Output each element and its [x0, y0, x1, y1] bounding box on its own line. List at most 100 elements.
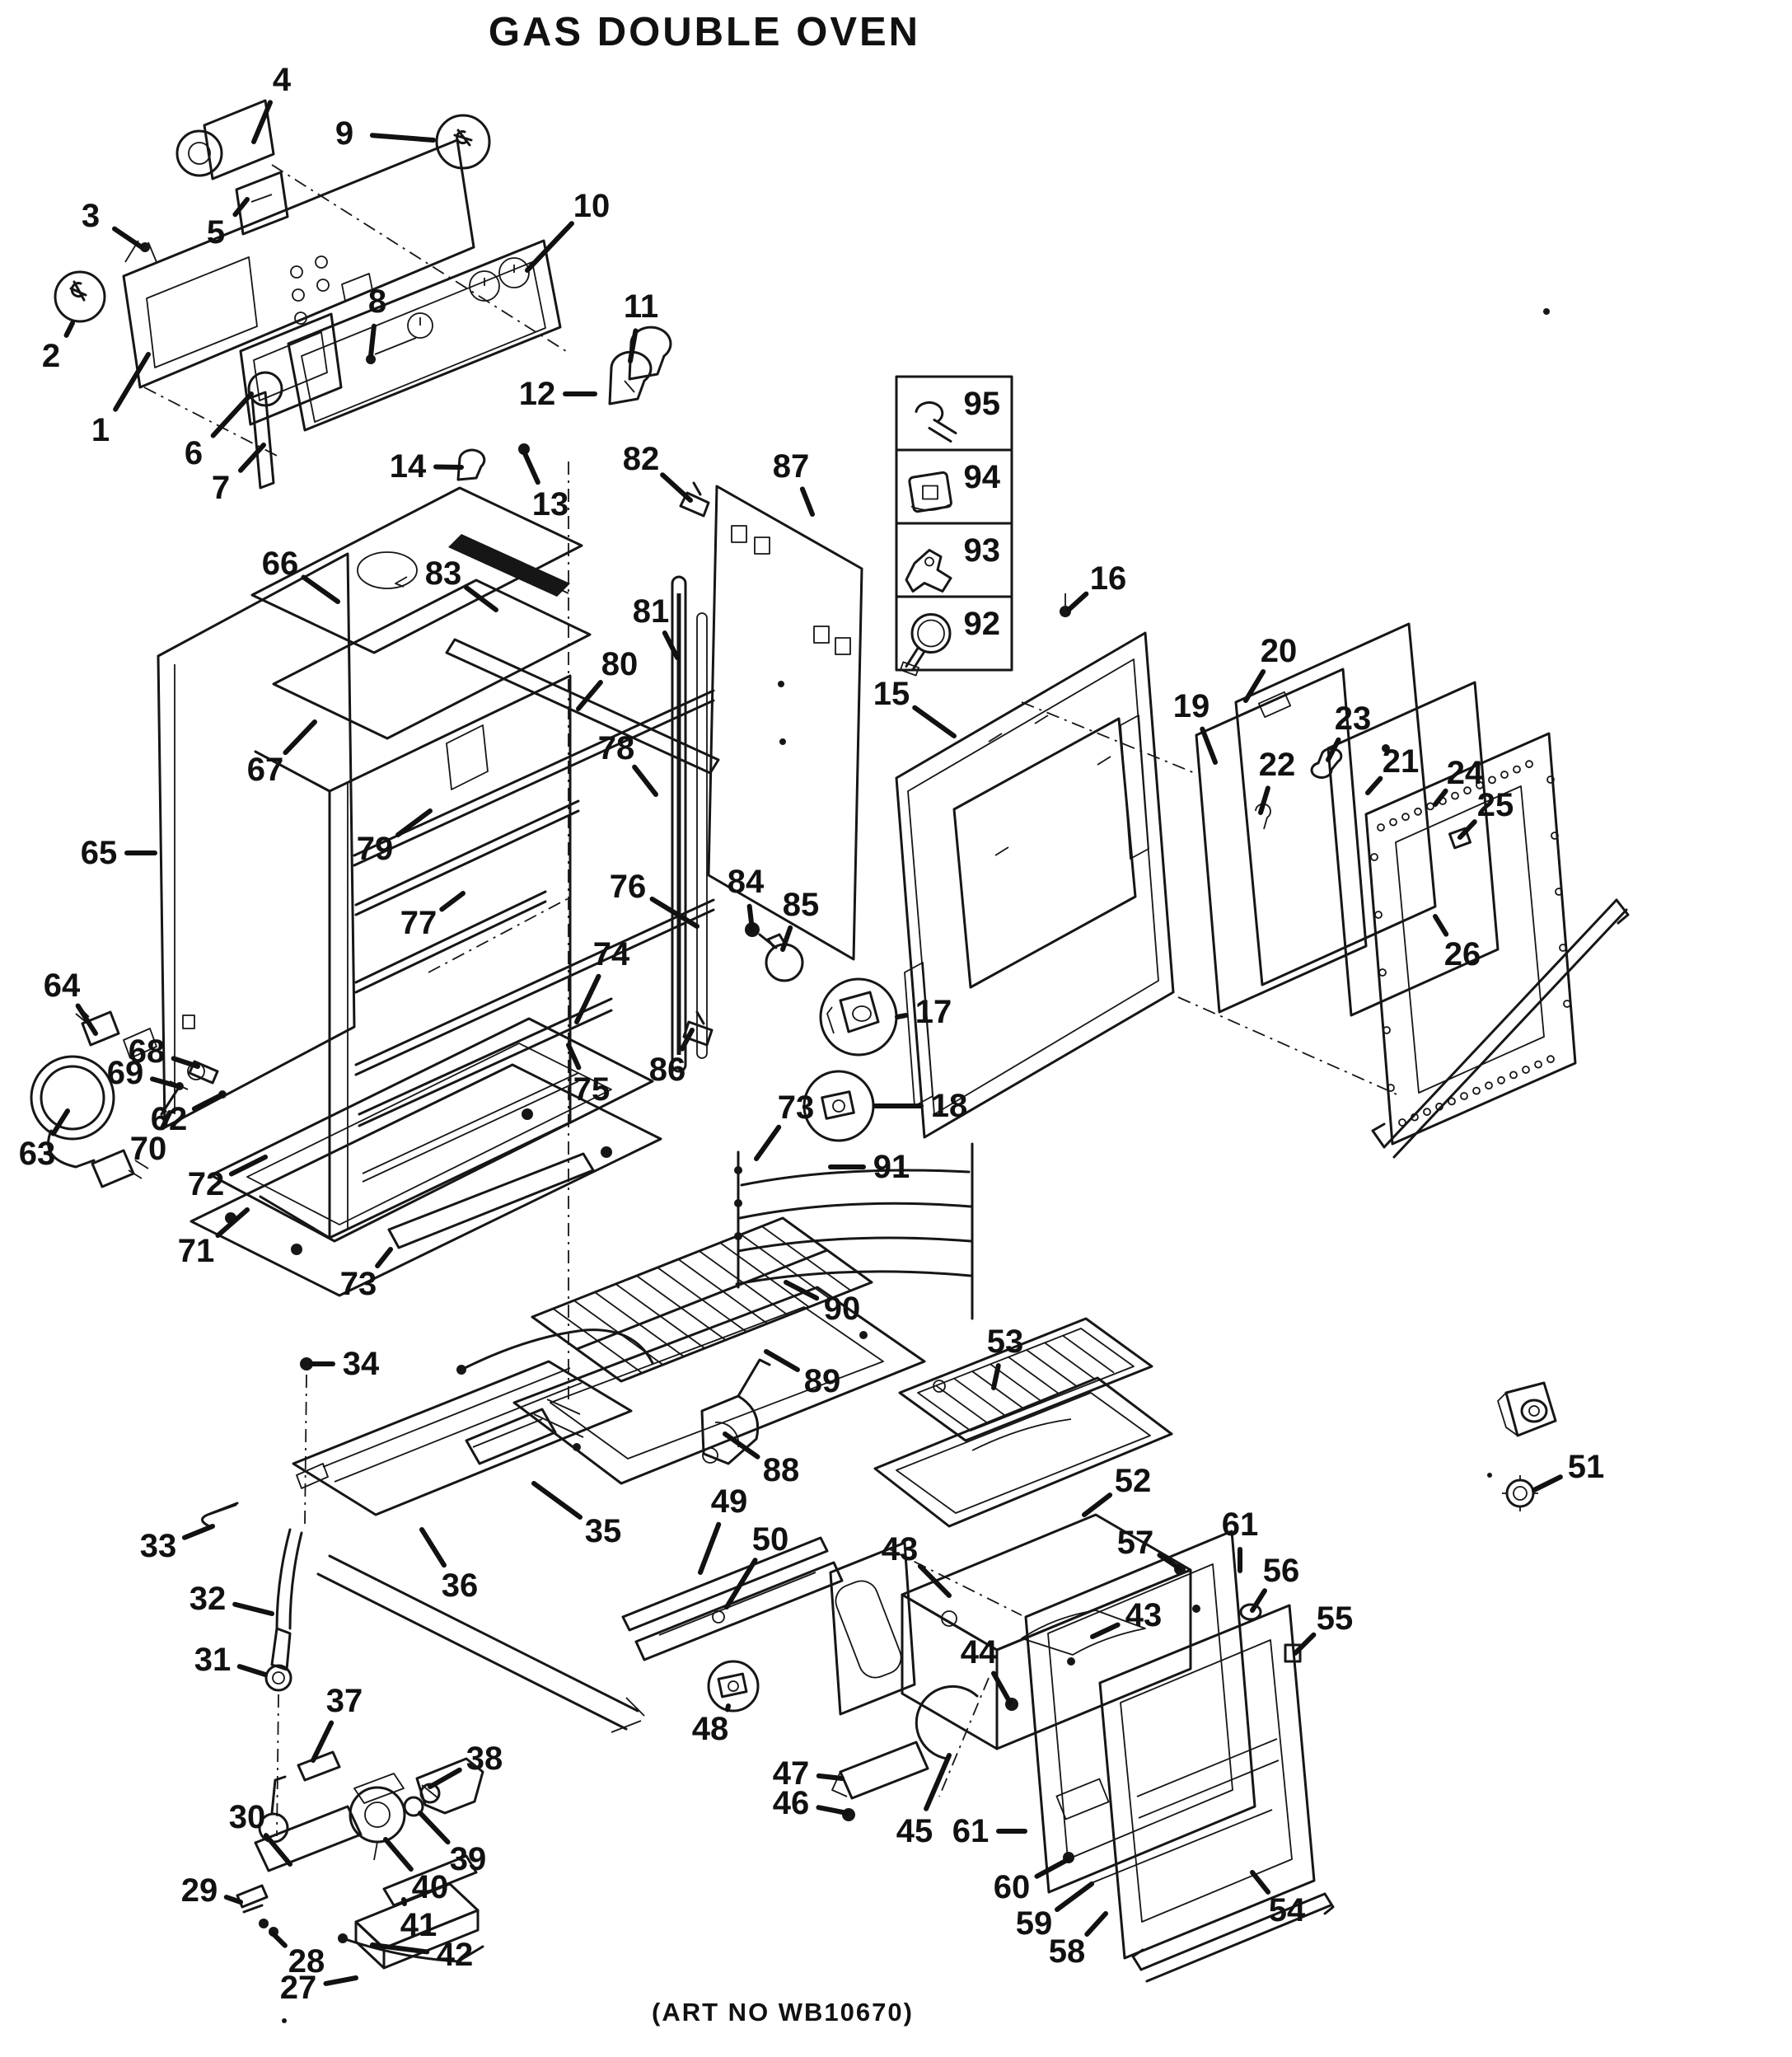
part-label-18: 18 — [802, 1070, 968, 1142]
part-number-text: 23 — [1335, 701, 1372, 737]
leader-line — [1200, 726, 1218, 765]
part-number-text: 74 — [593, 936, 630, 972]
part-label-64: 64 — [44, 968, 98, 1036]
part-number-text: 59 — [1016, 1905, 1053, 1942]
part-number-text: 73 — [778, 1089, 815, 1126]
part-label-9: 9 — [335, 114, 491, 170]
knob-cap-icon — [456, 448, 486, 481]
leader-line — [149, 1076, 180, 1089]
part-label-51: 51 — [1532, 1449, 1605, 1492]
part-label-82: 82 — [623, 441, 693, 503]
part-label-59: 59 — [1016, 1881, 1094, 1942]
leader-line — [215, 1207, 250, 1239]
trim-59-icon — [1088, 1809, 1273, 1885]
part-number-text: 81 — [633, 593, 670, 630]
part-number-text: 67 — [247, 752, 284, 788]
leader-line — [1034, 1857, 1071, 1879]
part-number-text: 52 — [1115, 1463, 1152, 1499]
leader-line — [784, 1280, 820, 1301]
part-number-text: 43 — [1125, 1597, 1163, 1633]
part-label-11: 11 — [624, 288, 658, 363]
detail-circle — [435, 114, 491, 170]
part-number-text: 48 — [692, 1711, 729, 1747]
leader-line — [895, 1013, 909, 1019]
leader-line — [990, 1670, 1013, 1705]
screw-detail-icons — [69, 129, 473, 302]
leader-line — [238, 443, 266, 473]
clip-33-icon — [201, 1502, 239, 1528]
part-number-text: 61 — [1222, 1506, 1259, 1543]
leader-line — [401, 1897, 407, 1907]
part-number-text: 82 — [623, 441, 660, 477]
leader-line — [1258, 785, 1270, 815]
part-number-text: 26 — [1444, 936, 1481, 972]
part-number-text: 17 — [915, 994, 952, 1030]
leader-line — [433, 464, 464, 470]
leader-line — [323, 1975, 358, 1986]
part-number-text: 34 — [343, 1346, 380, 1382]
hinge-45-icon — [915, 1684, 979, 1760]
mount-bracket-icon — [905, 549, 952, 593]
scan-dot — [282, 2018, 287, 2023]
part-label-68: 68 — [129, 1033, 200, 1070]
part-label-72: 72 — [188, 1155, 268, 1202]
part-number-text: 83 — [425, 555, 462, 592]
part-label-83: 83 — [425, 555, 498, 612]
clip-29-icon — [236, 1884, 269, 1914]
part-label-80: 80 — [576, 646, 638, 711]
part-label-90: 90 — [784, 1280, 860, 1327]
part-number-text: 4 — [273, 62, 292, 98]
part-number-text: 21 — [1383, 743, 1420, 780]
part-number-text: 18 — [931, 1088, 968, 1124]
part-number-text: 25 — [1477, 787, 1514, 823]
leader-line — [816, 1773, 845, 1781]
leader-line — [764, 1349, 800, 1372]
part-label-39: 39 — [418, 1811, 486, 1877]
leader-line — [370, 1942, 430, 1955]
part-label-69: 69 — [107, 1055, 180, 1091]
hardware-part-number: 93 — [964, 532, 1001, 569]
part-number-text: 41 — [400, 1907, 437, 1943]
clip-55-icon — [1284, 1643, 1302, 1663]
clip-25-icon — [1448, 827, 1471, 850]
leader-line — [566, 1043, 582, 1071]
part-number-text: 6 — [185, 435, 203, 471]
hardware-part-number: 95 — [964, 386, 1001, 422]
part-label-53: 53 — [987, 1324, 1024, 1390]
part-label-65: 65 — [81, 835, 157, 871]
part-number-text: 36 — [442, 1567, 479, 1604]
part-number-text: 87 — [773, 448, 810, 485]
part-label-47: 47 — [773, 1755, 845, 1792]
leader-line — [531, 1481, 583, 1520]
part-label-29: 29 — [181, 1872, 243, 1909]
leader-line — [395, 808, 433, 838]
leader-line — [251, 100, 273, 144]
part-label-40: 40 — [383, 1837, 448, 1905]
part-number-text: 51 — [1568, 1449, 1605, 1485]
part-label-84: 84 — [728, 864, 765, 932]
part-number-text: 11 — [624, 288, 658, 325]
part-number-text: 49 — [711, 1483, 748, 1520]
part-number-text: 53 — [987, 1324, 1024, 1360]
leader-line — [1433, 914, 1449, 937]
part-number-text: 38 — [466, 1741, 503, 1777]
part-label-35: 35 — [531, 1481, 621, 1549]
leader-line — [263, 1833, 292, 1867]
part-number-text: 3 — [82, 198, 100, 234]
part-label-36: 36 — [419, 1527, 479, 1604]
part-label-50: 50 — [724, 1521, 788, 1610]
part-number-text: 2 — [42, 338, 60, 374]
part-number-text: 86 — [649, 1052, 686, 1088]
part-label-63: 63 — [19, 1108, 70, 1172]
detail-circle — [707, 1660, 760, 1713]
leader-line — [75, 1003, 98, 1036]
part-number-text: 61 — [952, 1813, 990, 1849]
part-label-30: 30 — [229, 1799, 292, 1867]
part-label-61: 61 — [952, 1813, 1027, 1849]
part-label-43: 43 — [1090, 1597, 1163, 1639]
part-label-37: 37 — [311, 1683, 363, 1763]
part-number-text: 45 — [896, 1813, 933, 1849]
part-label-74: 74 — [574, 936, 630, 1024]
